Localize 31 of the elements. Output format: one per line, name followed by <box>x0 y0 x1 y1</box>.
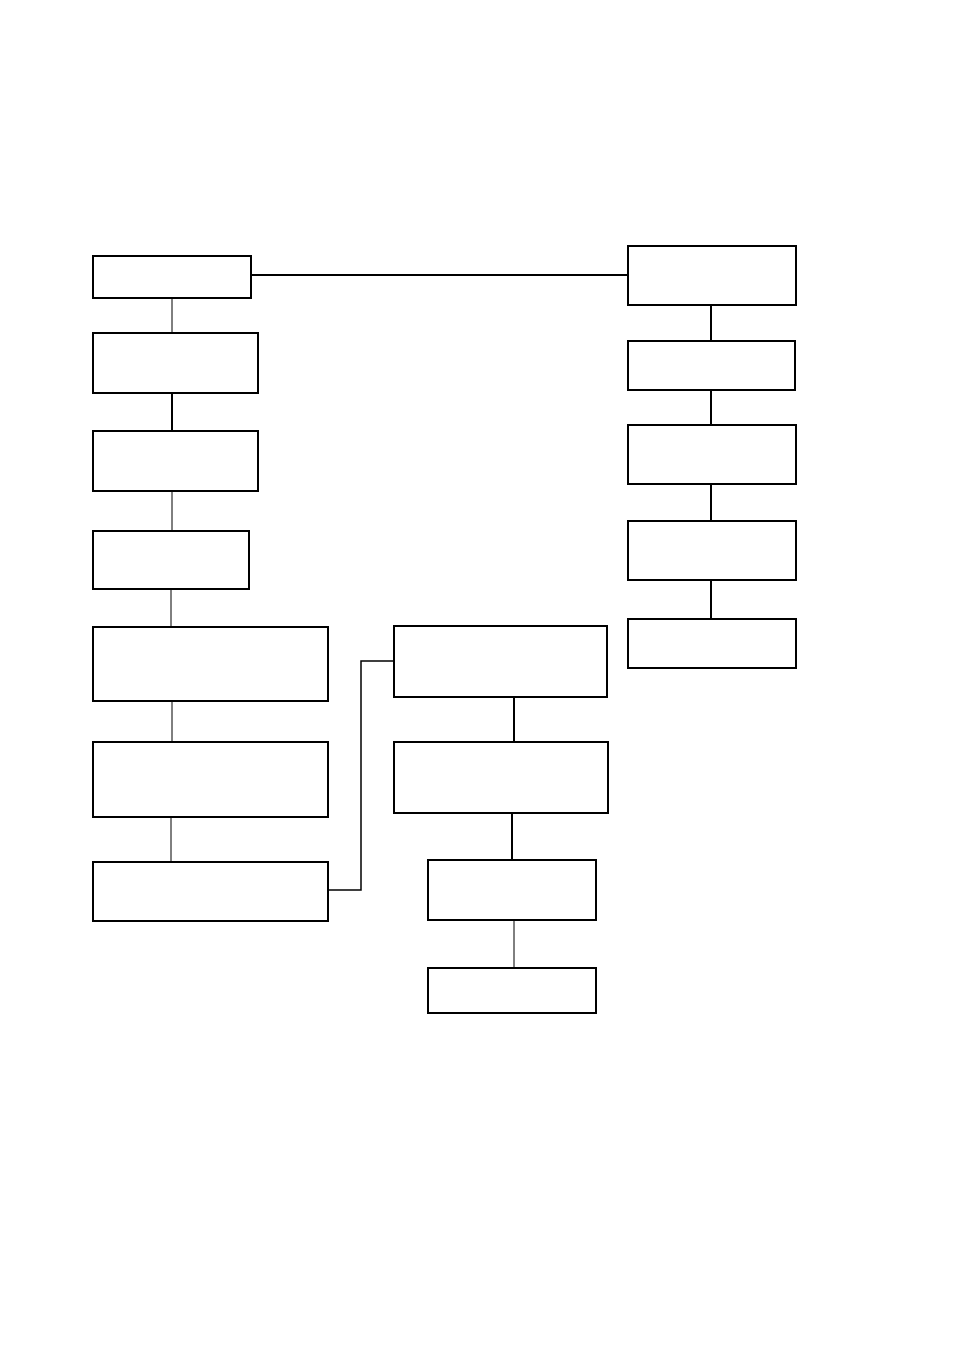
connector-line <box>513 697 515 742</box>
flowchart-box <box>92 741 329 818</box>
flowchart-box <box>92 332 259 394</box>
connector-line <box>171 491 173 531</box>
connector-line <box>513 920 515 968</box>
flowchart-box <box>627 340 796 391</box>
flowchart-box <box>92 626 329 702</box>
connector-line <box>710 484 712 521</box>
connector-line <box>511 813 513 860</box>
connector-line <box>170 589 172 627</box>
connector-line <box>710 390 712 425</box>
connector-line <box>171 298 173 333</box>
connector-line <box>328 660 394 891</box>
flowchart-box <box>627 618 797 669</box>
connector-line <box>251 274 628 276</box>
connector-line <box>710 305 712 341</box>
flowchart-box <box>627 520 797 581</box>
flowchart-box <box>92 255 252 299</box>
flowchart-box <box>92 430 259 492</box>
flowchart-box <box>393 625 608 698</box>
flowchart-box <box>92 861 329 922</box>
connector-line <box>171 393 173 431</box>
flowchart-box <box>393 741 609 814</box>
flowchart-box <box>92 530 250 590</box>
flowchart-box <box>627 245 797 306</box>
connector-line <box>171 701 173 742</box>
flowchart-box <box>427 967 597 1014</box>
flowchart-box <box>627 424 797 485</box>
connector-line <box>710 580 712 619</box>
flowchart-box <box>427 859 597 921</box>
connector-line <box>170 817 172 862</box>
